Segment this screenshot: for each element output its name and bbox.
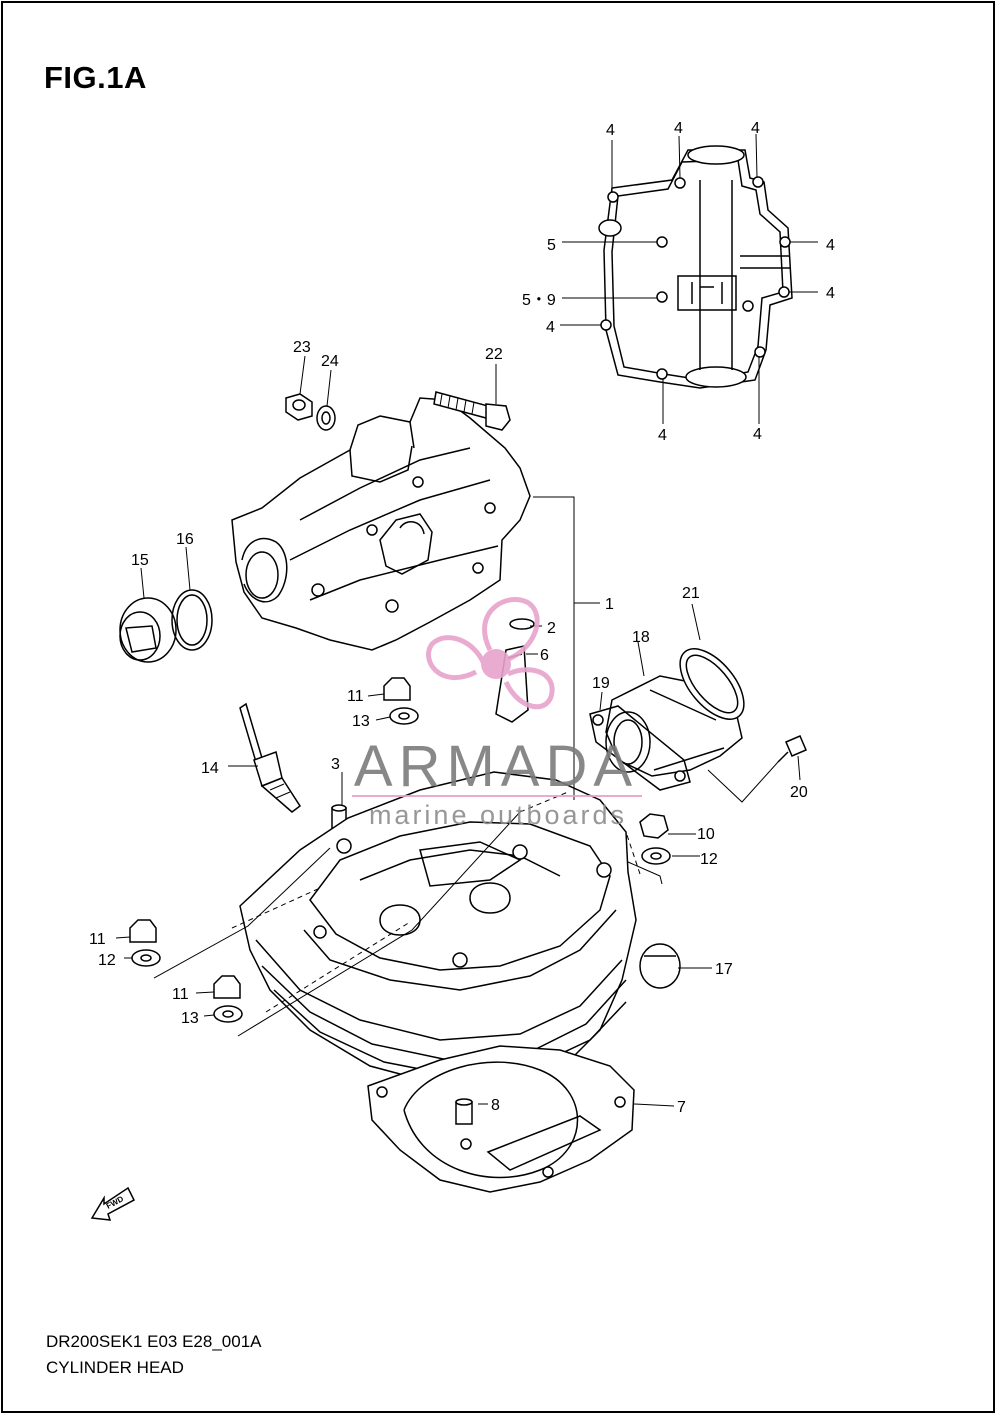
callout-14: 14 — [201, 760, 219, 777]
callouts: 4 4 4 4 4 5 5・9 4 4 4 23 24 22 15 16 1 2… — [89, 120, 835, 1116]
callout-12: 12 — [98, 952, 116, 969]
callout-6: 6 — [540, 647, 549, 664]
callout-2: 2 — [547, 620, 556, 637]
callout-19: 19 — [592, 675, 610, 692]
callout-4: 4 — [826, 237, 835, 254]
callout-4: 4 — [606, 122, 615, 139]
callout-23: 23 — [293, 339, 311, 356]
bolt-20 — [777, 735, 807, 763]
callout-3: 3 — [331, 756, 340, 773]
callout-4: 4 — [753, 426, 762, 443]
nut-11-b — [129, 919, 157, 943]
washer-12-a — [131, 949, 161, 967]
cap-15 — [119, 597, 177, 663]
callout-5-9: 5・9 — [522, 292, 556, 309]
washer-13-b — [213, 1005, 243, 1023]
callout-4: 4 — [546, 319, 555, 336]
plug-17 — [639, 943, 681, 989]
watermark-brand: ARMADA — [354, 734, 638, 799]
cylinder-head — [239, 771, 637, 1091]
callout-7: 7 — [677, 1099, 686, 1116]
watermark-tagline: marine outboards — [369, 800, 627, 830]
callout-12: 12 — [700, 851, 718, 868]
callout-11: 11 — [89, 931, 106, 948]
fwd-arrow-icon: FWD — [90, 1186, 135, 1221]
assembly-name: CYLINDER HEAD — [46, 1358, 184, 1377]
callout-4: 4 — [658, 427, 667, 444]
callout-11: 11 — [347, 688, 364, 705]
gasket-19 — [589, 705, 691, 791]
head-cover-gasket — [598, 145, 793, 389]
propeller-logo-icon — [426, 597, 555, 710]
nut-23 — [285, 393, 313, 421]
dowel-pin-8 — [455, 1098, 473, 1125]
callout-24: 24 — [321, 353, 339, 370]
bolt-22 — [433, 391, 511, 431]
callout-18: 18 — [632, 629, 650, 646]
callout-5: 5 — [547, 237, 556, 254]
drawing-code: DR200SEK1 E03 E28_001A — [46, 1332, 262, 1351]
callout-15: 15 — [131, 552, 149, 569]
washer-24 — [316, 405, 336, 431]
cylinder-gasket-7 — [367, 1045, 635, 1193]
armada-watermark: ARMADA marine outboards — [352, 597, 642, 830]
figure-title: FIG.1A — [44, 60, 147, 95]
callout-10: 10 — [697, 826, 715, 843]
o-ring-16 — [171, 589, 213, 651]
callout-21: 21 — [682, 585, 700, 602]
callout-8: 8 — [491, 1097, 500, 1114]
clamp-21 — [679, 648, 745, 720]
callout-16: 16 — [176, 531, 194, 548]
washer-12-b — [641, 847, 671, 865]
callout-13: 13 — [352, 713, 370, 730]
callout-20: 20 — [790, 784, 808, 801]
callout-4: 4 — [674, 120, 683, 137]
washer-13-a — [389, 707, 419, 725]
callout-1: 1 — [605, 596, 614, 613]
callout-11: 11 — [172, 986, 189, 1003]
callout-13: 13 — [181, 1010, 199, 1027]
nut-10 — [639, 813, 669, 839]
nut-11-a — [383, 677, 411, 701]
callout-4: 4 — [826, 285, 835, 302]
spark-plug-14 — [239, 702, 302, 813]
cylinder-head-cover — [231, 397, 531, 651]
callout-17: 17 — [715, 961, 733, 978]
callout-22: 22 — [485, 346, 503, 363]
nut-11-c — [213, 975, 241, 999]
leader-lines — [115, 133, 818, 1107]
callout-4: 4 — [751, 120, 760, 137]
clip-2 — [509, 618, 535, 630]
